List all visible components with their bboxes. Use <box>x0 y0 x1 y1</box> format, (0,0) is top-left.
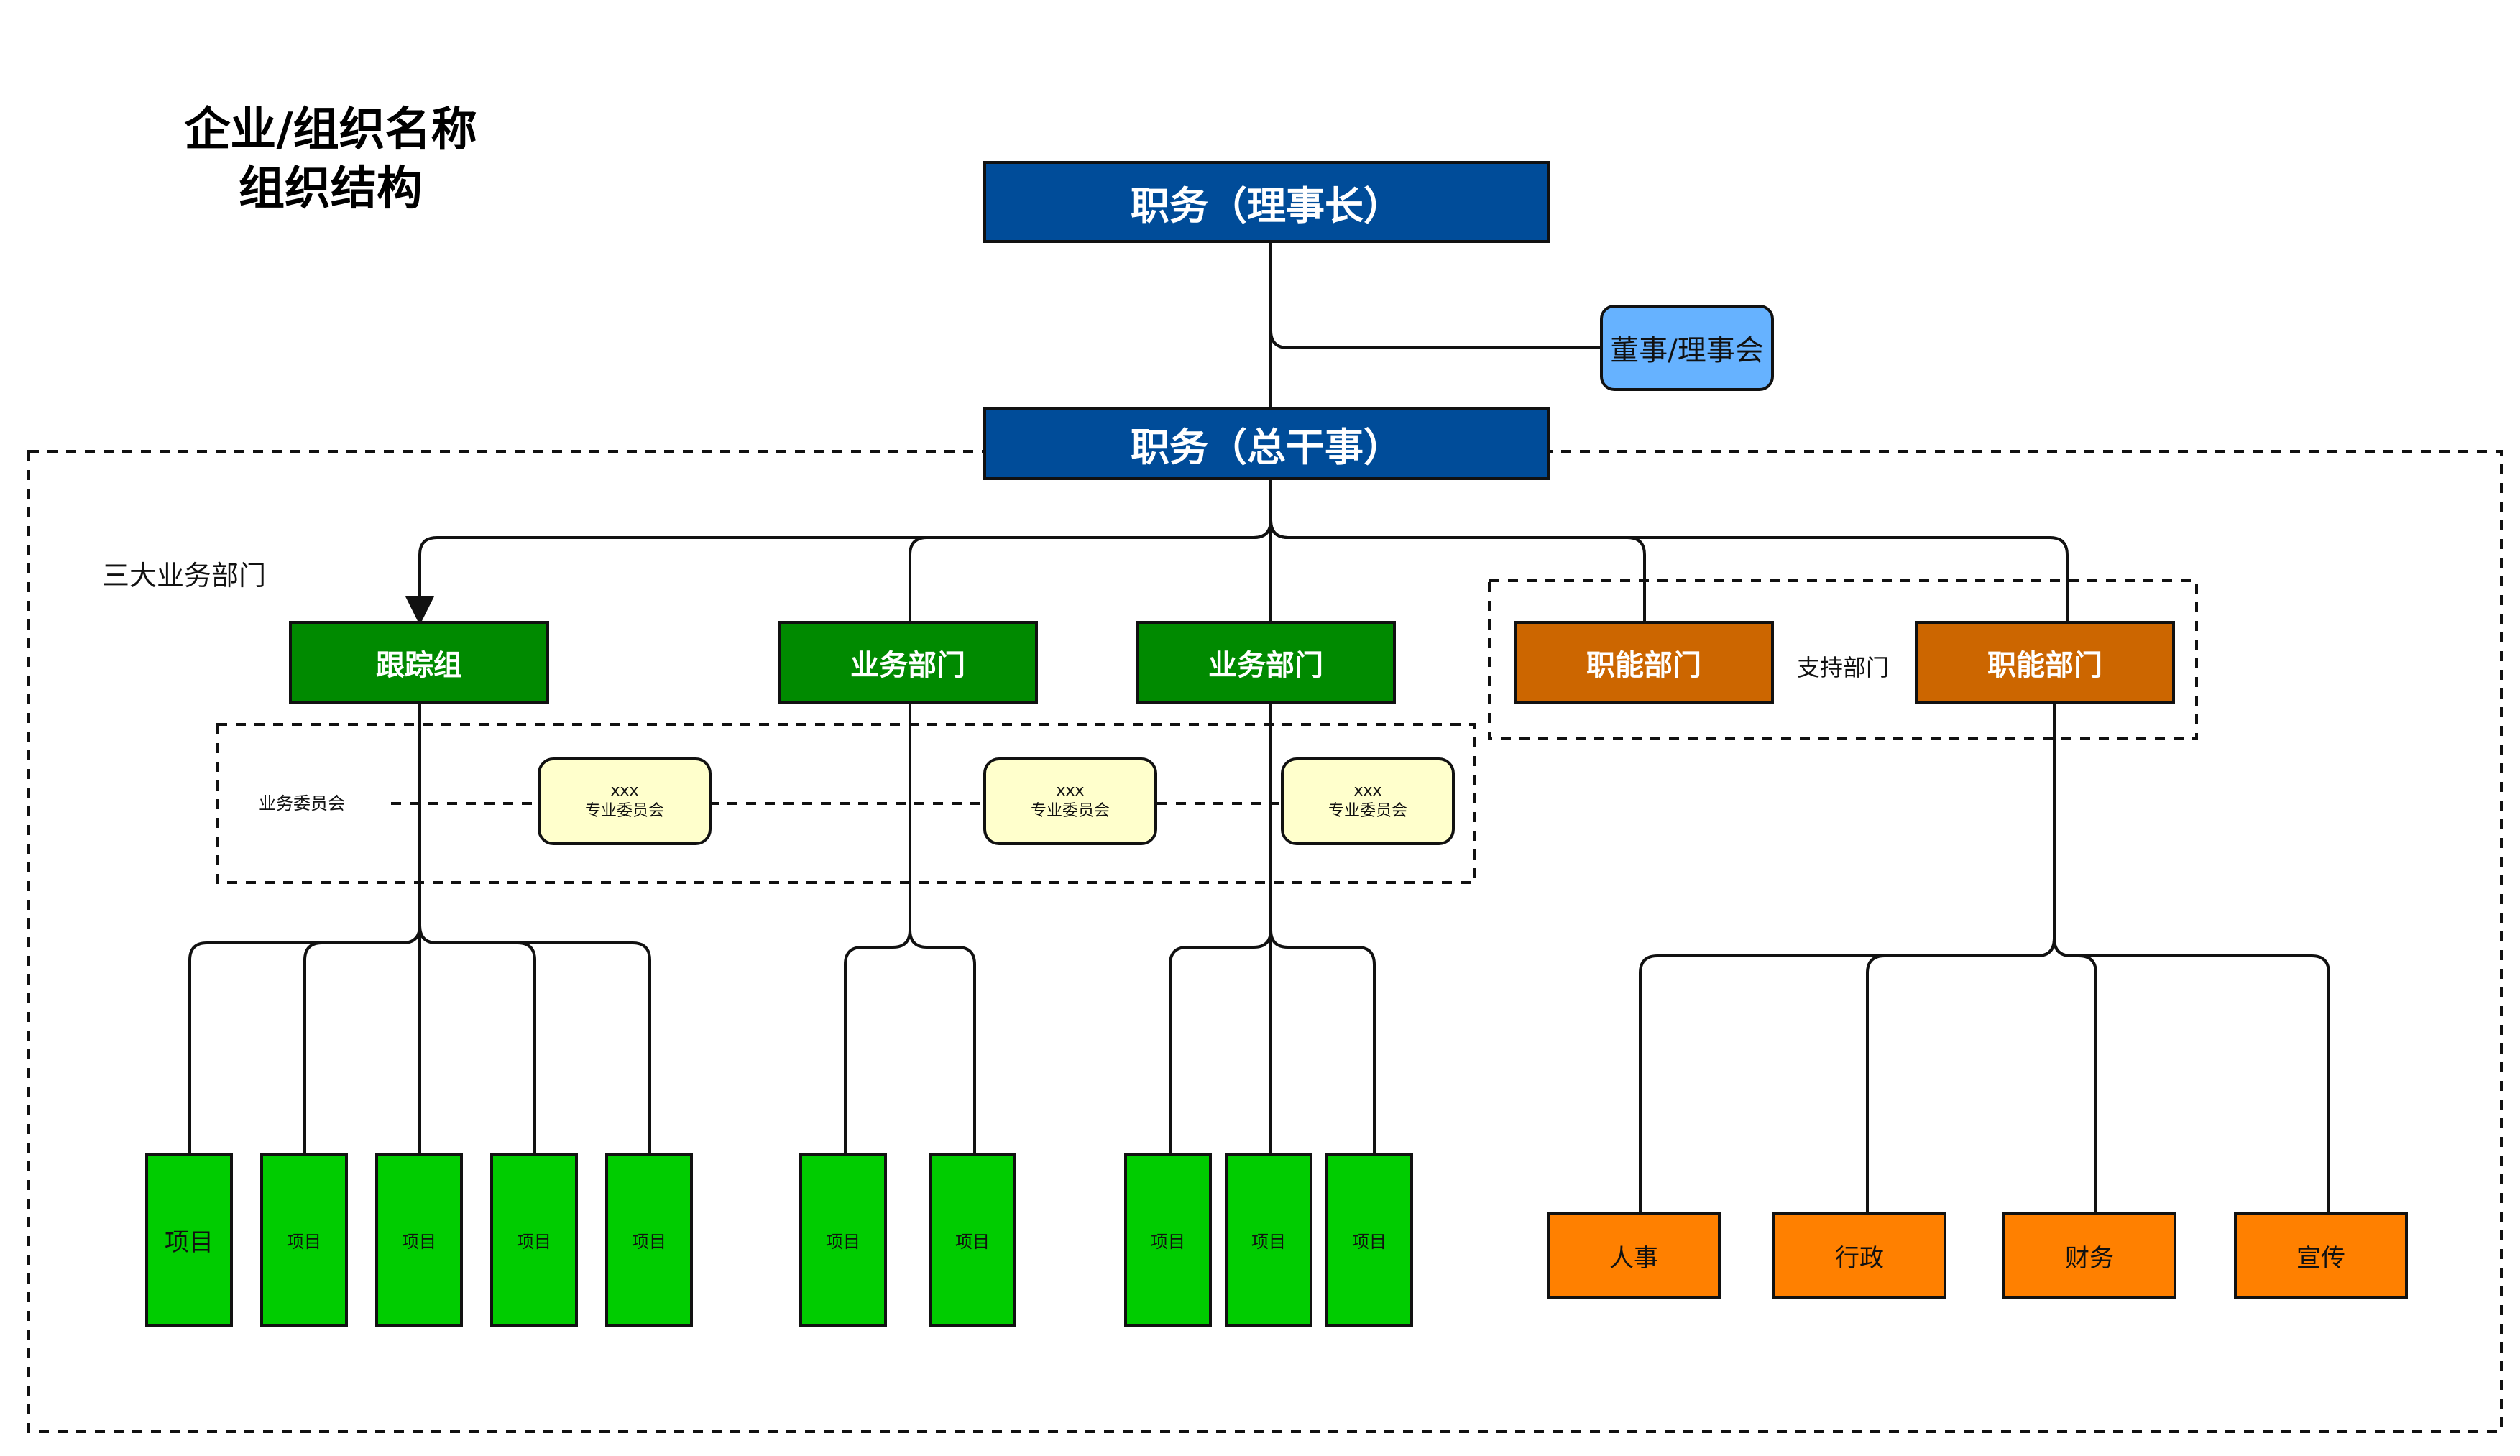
project-box[interactable]: 项目 <box>1124 1153 1212 1327</box>
chairman-box[interactable]: 职务（理事长） <box>983 161 1550 243</box>
tracking-group-box[interactable]: 跟踪组 <box>289 621 549 704</box>
project-box[interactable]: 项目 <box>260 1153 348 1327</box>
business-dept-1-box[interactable]: 业务部门 <box>778 621 1038 704</box>
project-box[interactable]: 项目 <box>605 1153 693 1327</box>
connector-board <box>1269 330 1604 349</box>
committee-2-code: xxx <box>1056 782 1085 800</box>
connector-func-admin <box>1866 938 2056 1217</box>
connector-tracking-p5 <box>418 925 651 1158</box>
support-departments-frame <box>1488 579 2198 740</box>
support-section-label: 支持部门 <box>1797 654 1890 681</box>
project-box[interactable]: 项目 <box>1325 1153 1413 1327</box>
committee-2-label: 专业委员会 <box>1030 802 1110 820</box>
connector-to-tracking <box>405 520 1272 625</box>
connector-to-functional-2 <box>1269 520 2069 624</box>
business-dept-2-box[interactable]: 业务部门 <box>1136 621 1396 704</box>
function-hr-box[interactable]: 人事 <box>1547 1212 1721 1299</box>
connector-func-publicity <box>2053 938 2330 1217</box>
functional-dept-1-box[interactable]: 职能部门 <box>1514 621 1774 704</box>
committee-3-label: 专业委员会 <box>1328 802 1407 820</box>
connector-to-business-1 <box>909 520 1272 624</box>
committee-1-code: xxx <box>610 782 639 800</box>
project-box[interactable]: 项目 <box>375 1153 463 1327</box>
connector-business1-p1 <box>844 929 911 1158</box>
page-title: 企业/组织名称 组织结构 <box>144 101 518 218</box>
connector-business2-p3 <box>1269 929 1376 1158</box>
committee-1-label: 专业委员会 <box>584 802 664 820</box>
connector-to-functional-1 <box>1269 520 1646 624</box>
project-box[interactable]: 项目 <box>799 1153 887 1327</box>
board-box[interactable]: 董事/理事会 <box>1600 305 1774 391</box>
connector-func-finance <box>2053 938 2097 1217</box>
connector-business2-p1 <box>1169 929 1272 1158</box>
committee-box-3[interactable]: xxx 专业委员会 <box>1281 757 1455 845</box>
secretary-general-box[interactable]: 职务（总干事） <box>983 407 1550 480</box>
connector-tracking-p4 <box>418 925 536 1158</box>
functional-dept-2-box[interactable]: 职能部门 <box>1915 621 2175 704</box>
committee-frame <box>216 723 1476 884</box>
committee-box-2[interactable]: xxx 专业委员会 <box>983 757 1157 845</box>
connector-business1-p2 <box>909 929 976 1158</box>
connector-func-hr <box>1639 938 2056 1217</box>
business-section-label: 三大业务部门 <box>102 560 267 591</box>
project-box[interactable]: 项目 <box>1225 1153 1312 1327</box>
connector-tracking-p2 <box>303 925 421 1158</box>
function-publicity-box[interactable]: 宣传 <box>2234 1212 2408 1299</box>
function-finance-box[interactable]: 财务 <box>2002 1212 2176 1299</box>
organization-name: 企业/组织名称 <box>184 103 477 157</box>
committee-3-code: xxx <box>1353 782 1382 800</box>
project-box[interactable]: 项目 <box>929 1153 1016 1327</box>
committee-box-1[interactable]: xxx 专业委员会 <box>538 757 712 845</box>
project-box[interactable]: 项目 <box>145 1153 233 1327</box>
structure-subtitle: 组织结构 <box>239 162 423 216</box>
committee-section-label: 业务委员会 <box>259 793 345 814</box>
project-box[interactable]: 项目 <box>490 1153 578 1327</box>
function-admin-box[interactable]: 行政 <box>1772 1212 1946 1299</box>
